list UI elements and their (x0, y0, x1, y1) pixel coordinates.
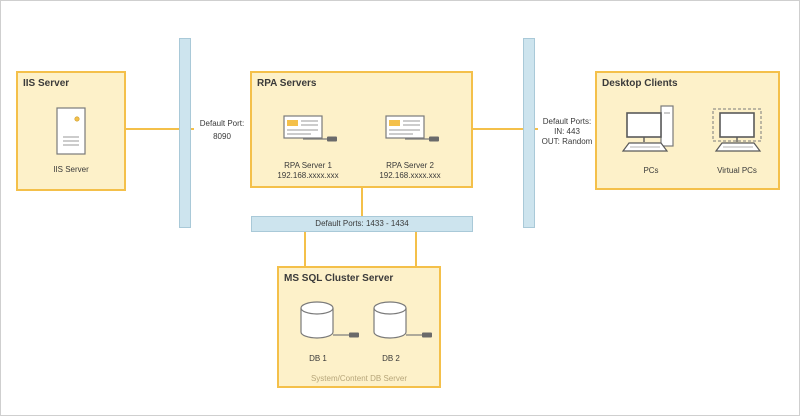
rpa-server-name: RPA Server 2 (386, 161, 434, 170)
pc-icon (621, 105, 674, 152)
iis-server-group: IIS Server IIS Server (16, 71, 126, 191)
db-label: DB 1 (309, 354, 327, 363)
sql-port-bar (251, 216, 473, 232)
iis-group-title: IIS Server (23, 78, 70, 89)
firewall-left (179, 38, 191, 228)
rpa-server-ip: 192.168.xxxx.xxx (379, 171, 441, 180)
desktop-port-line2: IN: 443 (554, 127, 580, 136)
desktop-port-line1: Default Ports: (542, 117, 592, 126)
rpa-bar-connector (361, 187, 363, 217)
bar-sql-connector-left (304, 231, 306, 267)
virtual-pcs-label: Virtual PCs (717, 166, 757, 175)
desktop-port-label: Default Ports: IN: 443 OUT: Random (538, 117, 596, 147)
iis-port-line2: 8090 (213, 132, 231, 141)
rpa-server-ip: 192.168.xxxx.xxx (277, 171, 339, 180)
database-icon (373, 301, 432, 339)
desktop-port-line3: OUT: Random (541, 137, 593, 146)
db-label: DB 2 (382, 354, 400, 363)
rpa-servers-group: RPA Servers RPA Server 1 192.168.xxxx.xx… (250, 71, 473, 188)
sql-cluster-group: MS SQL Cluster Server DB 1 DB 2 System/C… (277, 266, 441, 388)
pcs-label: PCs (643, 166, 659, 175)
iis-server-label: IIS Server (53, 165, 89, 174)
rpa-group-title: RPA Servers (257, 78, 317, 89)
iis-port-label: Default Port: 8090 (194, 119, 250, 142)
sql-group-title: MS SQL Cluster Server (284, 273, 394, 284)
sql-port-label: Default Ports: 1433 - 1434 (315, 219, 409, 228)
bar-sql-connector-right (415, 231, 417, 267)
virtual-pc-icon (712, 108, 762, 152)
database-icon (300, 301, 359, 339)
rpa-server-icon (385, 115, 439, 142)
server-tower-icon (56, 107, 86, 155)
desktop-clients-group: Desktop Clients PCs Virtual PCs (595, 71, 780, 190)
iis-port-line1: Default Port: (199, 119, 245, 128)
rpa-server-name: RPA Server 1 (284, 161, 332, 170)
sql-footer-label: System/Content DB Server (310, 374, 408, 383)
firewall-right (523, 38, 535, 228)
rpa-server-icon (283, 115, 337, 142)
desktop-group-title: Desktop Clients (602, 78, 678, 89)
